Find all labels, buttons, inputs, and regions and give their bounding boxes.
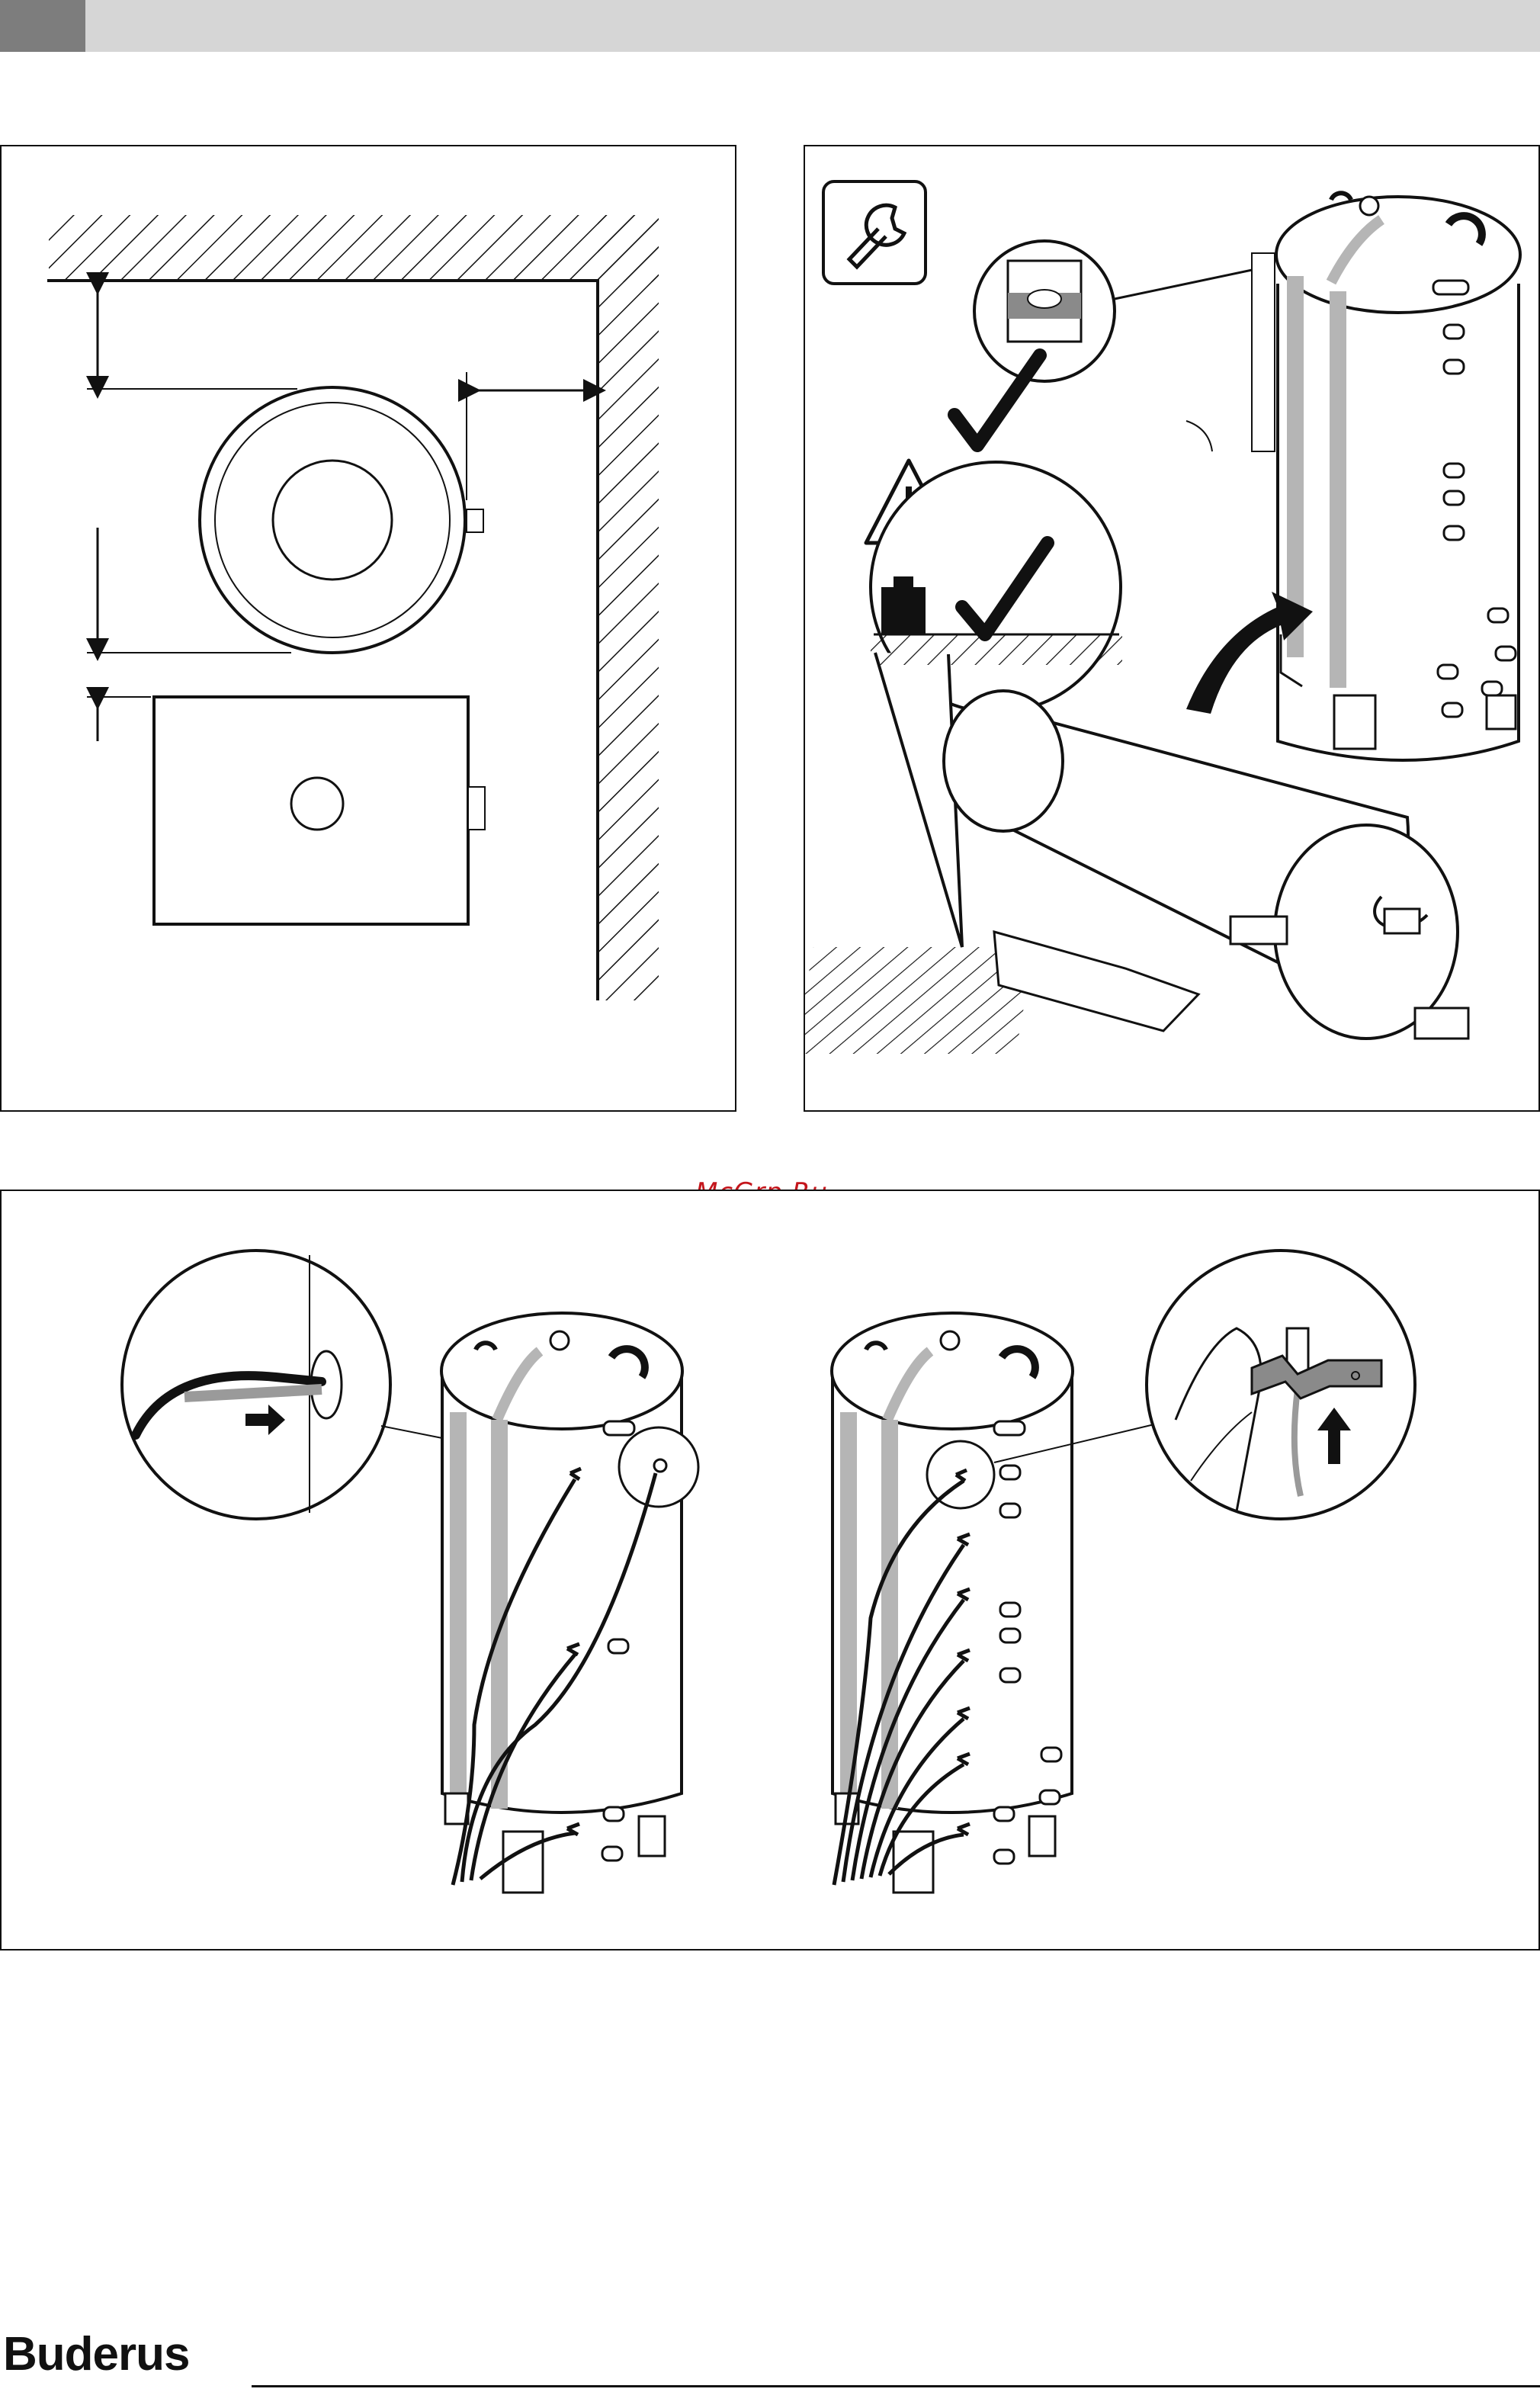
footer-rule xyxy=(252,2385,1540,2387)
wall-hatch-side xyxy=(598,215,659,1000)
tank-right xyxy=(832,1313,1154,1893)
level-detail xyxy=(974,241,1259,381)
wrench-icon xyxy=(823,181,926,284)
header-bar xyxy=(0,0,1540,52)
sensor-mounting-panel xyxy=(0,1190,1540,1951)
brand-logo: Buderus xyxy=(3,2327,189,2381)
checkmark-icon xyxy=(954,355,1040,445)
tank-top-outer xyxy=(200,387,465,653)
sensor-mounting-diagram xyxy=(2,1191,1540,1952)
level-erect-panel xyxy=(804,145,1540,1112)
tank-left xyxy=(441,1313,698,1893)
clearance-diagram-panel xyxy=(0,145,736,1112)
weight-icon xyxy=(881,587,926,634)
wall-hatch-top xyxy=(49,215,659,282)
clearance-diagram xyxy=(2,146,738,1113)
header-tab xyxy=(0,0,85,52)
clamp-detail xyxy=(1147,1251,1415,1519)
level-erect-diagram xyxy=(805,146,1540,1113)
upright-tank xyxy=(1186,193,1520,760)
